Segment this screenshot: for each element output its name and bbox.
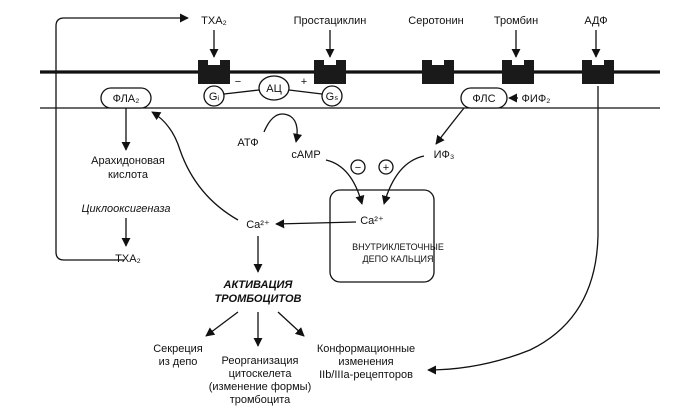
if3-effect-circle xyxy=(378,159,394,175)
camp-label: cAMP xyxy=(291,149,320,161)
receptor-label-serotonin: Серотонин xyxy=(408,15,463,27)
activation-line2: ТРОМБОЦИТОВ xyxy=(215,293,302,305)
gi-label: Gᵢ xyxy=(209,91,220,103)
arrow-if3-ca-store xyxy=(381,155,425,205)
fif2-label: ФИФ₂ xyxy=(522,93,551,105)
if3-effect-sign: + xyxy=(383,162,389,174)
reorg-line3: (изменение формы) xyxy=(209,381,312,393)
arrow-ca-fla2 xyxy=(151,111,239,221)
gi-protein xyxy=(203,85,225,107)
atp-label: АТФ xyxy=(237,137,258,149)
arrow-camp-ca-store xyxy=(325,159,365,205)
receptor-label-adp: АДФ xyxy=(584,15,607,27)
reorg-line2: цитоскелета xyxy=(229,368,293,380)
arrow-activation-conformation xyxy=(277,311,305,337)
cyclooxygenase-label: Циклооксигеназа xyxy=(82,203,171,215)
fla2-label: ФЛА₂ xyxy=(113,93,140,105)
arrow-adp-conformation xyxy=(427,86,599,375)
gs-ac-link xyxy=(288,89,323,95)
receptor-label-txa2: ТХА₂ xyxy=(201,15,227,27)
gs-label: Gₛ xyxy=(326,91,339,103)
store-label-line1: ВНУТРИКЛЕТОЧНЫЕ xyxy=(352,242,444,252)
arrow-activation-secretion xyxy=(205,311,239,337)
secretion-line1: Секреция xyxy=(153,343,203,355)
fls-label: ФЛС xyxy=(472,93,495,105)
conformation-line1: Конформационные xyxy=(317,343,415,355)
reorg-line4: тромбоцита xyxy=(230,394,291,406)
fls-enzyme xyxy=(460,87,508,109)
adenylate-cyclase xyxy=(258,75,290,101)
arrow-ac-atp-camp xyxy=(263,113,303,143)
gi-ac-link xyxy=(223,89,260,95)
ca-cytosol-label: Ca²⁺ xyxy=(246,219,270,231)
camp-effect-sign: − xyxy=(355,162,361,174)
receptor-prostacyclin xyxy=(314,60,346,84)
gs-stimulate-sign: + xyxy=(301,76,307,88)
activation-line1: АКТИВАЦИЯ xyxy=(223,279,294,291)
if3-label: ИФ₃ xyxy=(434,149,455,161)
txa2-feedback-arrow xyxy=(55,13,189,261)
receptor-label-prostacyclin: Простациклин xyxy=(294,15,367,27)
store-label-line2: ДЕПО КАЛЬЦИЯ xyxy=(363,254,434,264)
gi-inhibit-sign: − xyxy=(235,76,241,88)
arrow-fls-if3 xyxy=(435,107,465,145)
arrow-store-to-ca xyxy=(275,219,357,229)
ca-store-label: Ca²⁺ xyxy=(360,215,384,227)
ac-label: АЦ xyxy=(266,83,281,95)
conformation-line2: изменения xyxy=(338,356,393,368)
receptor-serotonin xyxy=(422,60,454,84)
receptor-label-thrombin: Тромбин xyxy=(494,15,538,27)
secretion-line2: из депо xyxy=(159,356,198,368)
receptor-adp xyxy=(582,60,614,84)
gs-protein xyxy=(321,85,343,107)
conformation-line3: IIb/IIIa-рецепторов xyxy=(319,369,413,381)
reorg-line1: Реорганизация xyxy=(222,355,299,367)
receptor-thrombin xyxy=(502,60,534,84)
camp-effect-circle xyxy=(350,159,366,175)
calcium-store-box xyxy=(329,189,435,283)
arachidonic-acid-line1: Арахидоновая xyxy=(91,155,165,167)
arachidonic-acid-line2: кислота xyxy=(108,169,149,181)
receptor-txa2 xyxy=(198,60,230,84)
txa2-product-label: ТХА₂ xyxy=(115,253,141,265)
